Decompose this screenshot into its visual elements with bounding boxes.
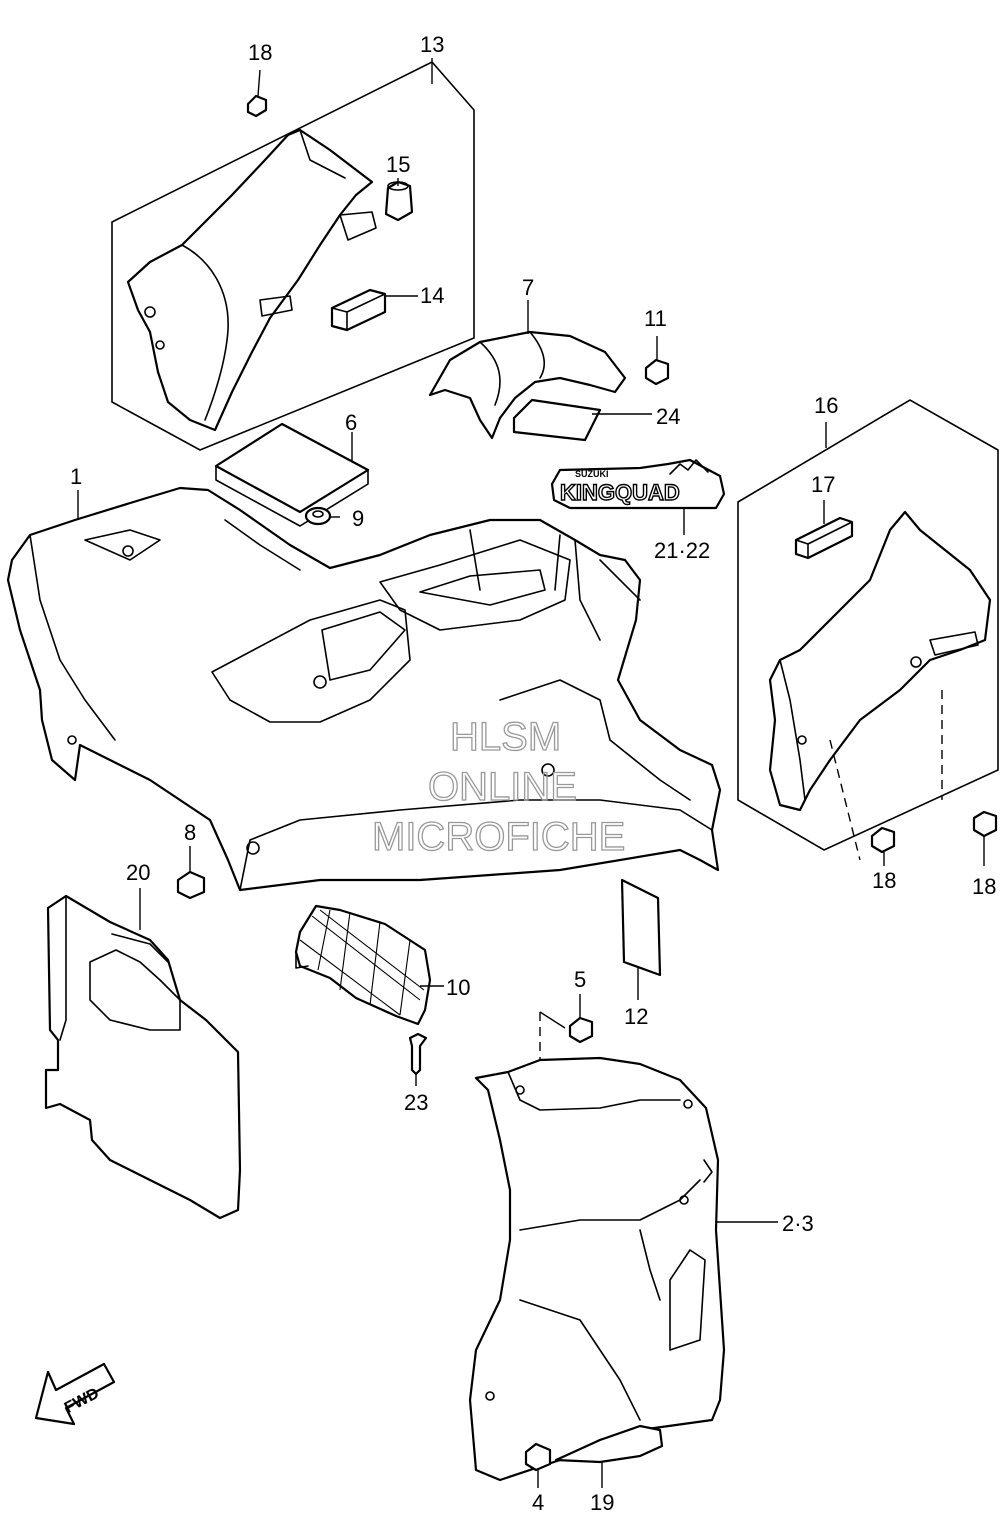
part-10-mesh-grille: [294, 904, 432, 1026]
decal-brand-text: SUZUKI: [575, 469, 609, 479]
part-19-trim: [554, 1424, 664, 1464]
callout-23: 23: [404, 1090, 428, 1115]
callout-18-right-b: 18: [972, 874, 996, 899]
part-18-bolt-top: [246, 94, 268, 118]
part-2-3-inner-fender: [468, 1056, 726, 1482]
callout-20: 20: [126, 860, 150, 885]
watermark: HLSM ONLINE MICROFICHE: [371, 714, 626, 859]
callout-16: 16: [814, 393, 838, 418]
part-4-bolt: [524, 1442, 552, 1472]
part-13-side-cover: [126, 128, 377, 432]
callout-2-3: 2·3: [782, 1211, 814, 1236]
callout-5: 5: [574, 967, 586, 992]
callout-15: 15: [386, 152, 410, 177]
callout-17: 17: [811, 472, 835, 497]
callout-24: 24: [656, 404, 680, 429]
part-23-screw: [408, 1032, 428, 1076]
callout-18-right-a: 18: [872, 868, 896, 893]
part-8-bolt: [176, 870, 206, 900]
callout-13: 13: [420, 32, 444, 57]
part-20-panel: [44, 894, 242, 1220]
part-6-lid: [214, 422, 370, 527]
callout-9: 9: [352, 506, 364, 531]
watermark-line-2: ONLINE: [428, 765, 577, 809]
callout-1: 1: [70, 464, 82, 489]
callout-4: 4: [532, 1490, 544, 1515]
callout-18-top: 18: [248, 40, 272, 65]
part-18-bolt-right-b: [972, 810, 998, 838]
assembly-box-16: [737, 399, 999, 851]
part-17-cushion: [794, 516, 854, 560]
part-9-grommet: [304, 506, 332, 526]
part-21-22-decal: SUZUKI KINGQUAD: [550, 458, 726, 510]
callout-11: 11: [644, 306, 667, 331]
decal-model-text: KINGQUAD: [560, 480, 680, 505]
fwd-arrow-icon: FWD: [34, 1362, 116, 1426]
callout-21-22: 21·22: [654, 538, 710, 563]
watermark-line-3: MICROFICHE: [372, 815, 625, 859]
part-11-bolt: [644, 358, 670, 386]
watermark-line-1: HLSM: [450, 715, 561, 759]
callout-19: 19: [590, 1490, 614, 1515]
part-7-inner-cover: [428, 330, 627, 440]
part-18-bolt-right-a: [870, 826, 896, 854]
part-16-side-cover: [768, 510, 992, 812]
part-5-bolt: [568, 1016, 594, 1044]
callout-8: 8: [184, 820, 196, 845]
part-14-cushion: [330, 288, 387, 332]
callout-7: 7: [522, 275, 534, 300]
part-24-cushion: [512, 398, 602, 442]
callout-6: 6: [345, 410, 357, 435]
part-15-spacer: [384, 180, 414, 222]
callout-10: 10: [446, 975, 470, 1000]
part-1-front-fender: [6, 486, 722, 892]
callout-14: 14: [420, 283, 444, 308]
callout-12: 12: [624, 1004, 648, 1029]
part-12-pad: [620, 878, 662, 977]
